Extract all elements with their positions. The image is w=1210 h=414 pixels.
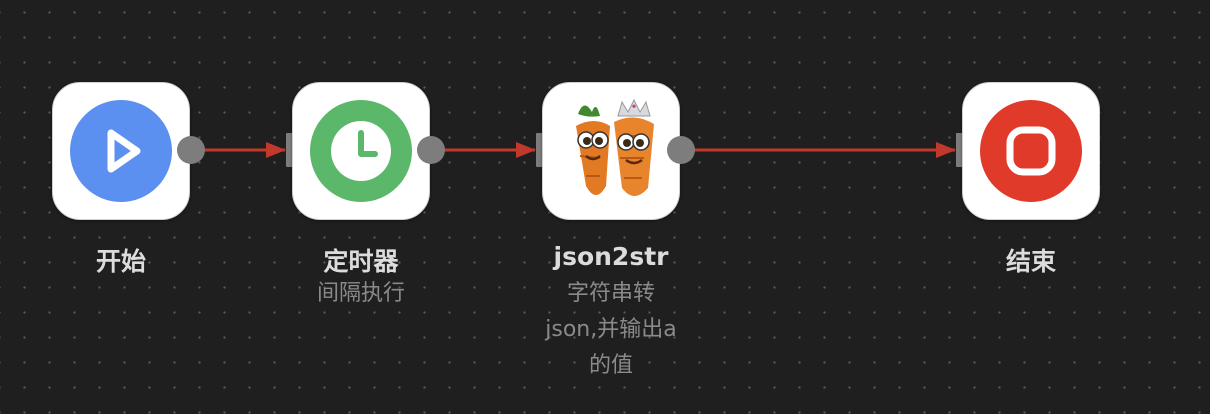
node-json2str[interactable]	[542, 82, 680, 220]
node-json-output-handle[interactable]	[667, 136, 695, 164]
node-start[interactable]	[52, 82, 190, 220]
node-json-input-handle[interactable]	[536, 133, 546, 167]
node-json-subtitle-line-1: 字符串转	[566, 281, 655, 306]
node-json-subtitle-line-3: 的值	[588, 353, 633, 378]
node-end-input-handle[interactable]	[956, 133, 966, 167]
node-timer-title: 定时器	[323, 247, 399, 276]
node-end[interactable]	[962, 82, 1100, 220]
stop-icon	[980, 100, 1082, 202]
node-timer-input-handle[interactable]	[286, 133, 296, 167]
node-timer[interactable]	[292, 82, 430, 220]
carrot-avatar-icon	[556, 96, 666, 206]
node-timer-subtitle: 间隔执行	[316, 281, 405, 306]
node-json-title: json2str	[553, 242, 669, 271]
node-timer-output-handle[interactable]	[417, 136, 445, 164]
node-start-title: 开始	[95, 247, 146, 276]
clock-icon	[310, 100, 412, 202]
node-end-title: 结束	[1005, 247, 1056, 276]
play-icon	[70, 100, 172, 202]
node-json-subtitle-line-2: json,并输出a	[545, 317, 677, 342]
node-start-output-handle[interactable]	[177, 136, 205, 164]
